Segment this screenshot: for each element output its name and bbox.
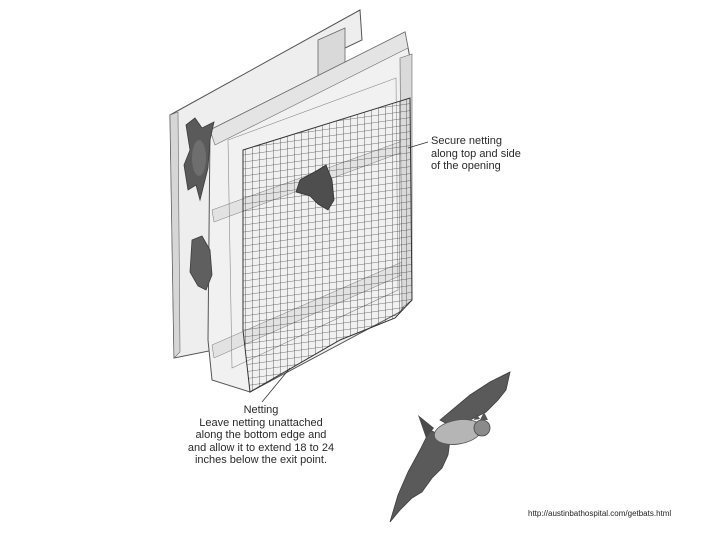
leader-line-netting: [261, 367, 291, 403]
label-line: Secure netting: [431, 135, 502, 147]
label-secure-netting: Secure netting along top and side of the…: [431, 135, 521, 173]
flying-bat: [389, 371, 511, 523]
label-line: Netting: [243, 404, 279, 416]
source-url: http://austinbathospital.com/getbats.htm…: [528, 509, 672, 518]
bat-under-netting: [295, 164, 335, 211]
label-line: Leave netting unattached: [199, 416, 323, 429]
label-line: along the bottom edge and: [195, 429, 327, 441]
label-line: of the opening: [431, 160, 501, 172]
leader-line-secure: [407, 141, 429, 149]
label-line: inches below the exit point.: [194, 454, 328, 466]
label-line: and allow it to extend 18 to 24: [187, 441, 335, 454]
label-line: along top and side: [431, 147, 521, 160]
roosting-bat-upper: [183, 117, 215, 202]
roosting-bat-lower: [189, 235, 213, 291]
label-netting-instructions: Netting Leave netting unattached along t…: [166, 404, 356, 467]
